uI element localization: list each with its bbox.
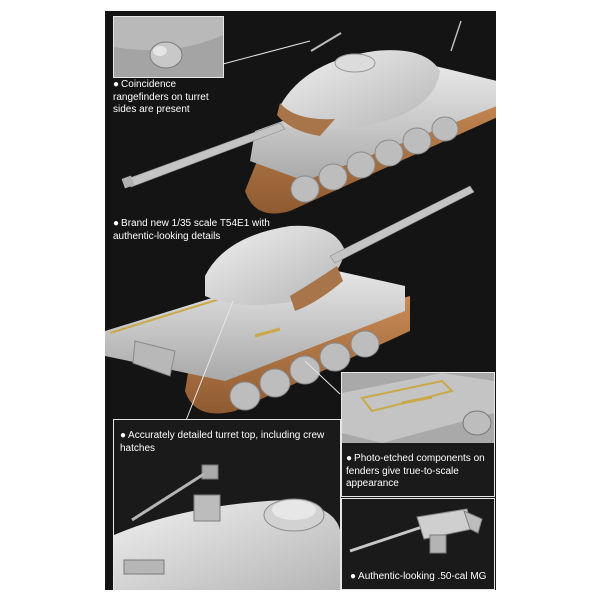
callout-rangefinders-text: Coincidence rangefinders on turret sides… <box>113 79 209 115</box>
callout-machine-gun: ●Authentic-looking .50-cal MG <box>350 571 490 584</box>
rangefinder-closeup-image <box>114 17 223 77</box>
bullet-icon: ● <box>120 430 127 441</box>
callout-rangefinders: ●Coincidence rangefinders on turret side… <box>113 79 222 117</box>
inset-turret-top: ●Accurately detailed turret top, includi… <box>113 419 341 590</box>
callout-turret-top: ●Accurately detailed turret top, includi… <box>120 430 325 455</box>
callout-machine-gun-text: Authentic-looking .50-cal MG <box>358 571 487 582</box>
callout-turret-top-text: Accurately detailed turret top, includin… <box>120 430 325 454</box>
tank-model-upper <box>121 20 496 214</box>
bullet-icon: ● <box>350 571 357 582</box>
callout-photo-etched: ●Photo-etched components on fenders give… <box>346 453 492 491</box>
bullet-icon: ● <box>113 79 120 90</box>
product-feature-panel: ●Coincidence rangefinders on turret side… <box>105 11 496 590</box>
callout-photo-etched-text: Photo-etched components on fenders give … <box>346 453 485 489</box>
photo-etched-closeup-image <box>342 373 494 443</box>
machine-gun-closeup-image <box>342 499 494 565</box>
callout-leader-lines <box>184 40 341 424</box>
callout-scale-text: Brand new 1/35 scale T54E1 with authenti… <box>113 218 270 242</box>
callout-scale: ●Brand new 1/35 scale T54E1 with authent… <box>113 218 313 243</box>
tank-renders <box>105 20 496 424</box>
inset-machine-gun: ●Authentic-looking .50-cal MG <box>341 498 495 590</box>
inset-photo-etched: ●Photo-etched components on fenders give… <box>341 372 495 497</box>
turret-top-closeup-image <box>114 460 340 590</box>
inset-rangefinder <box>113 16 224 78</box>
bullet-icon: ● <box>346 453 353 464</box>
tank-model-lower <box>105 185 475 414</box>
bullet-icon: ● <box>113 218 120 229</box>
